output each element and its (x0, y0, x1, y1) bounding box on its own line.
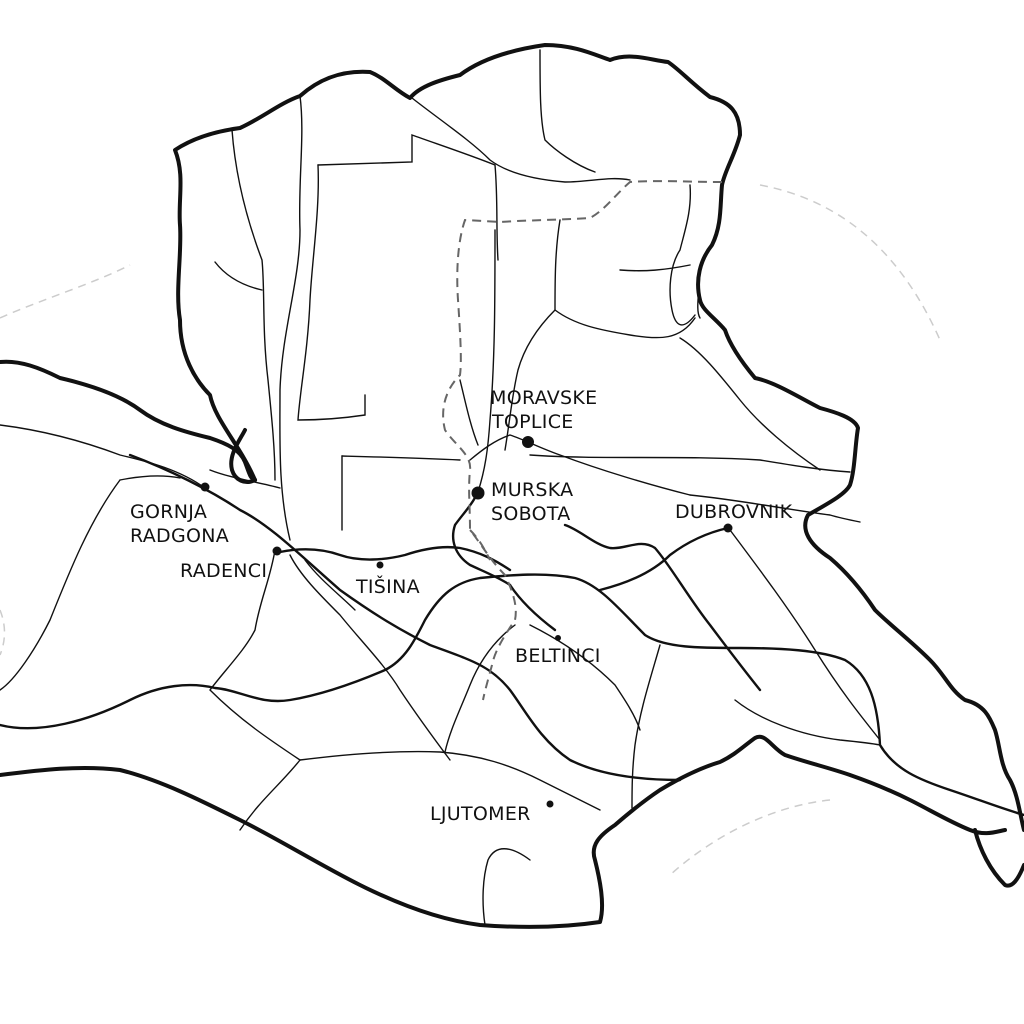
south-boundary (0, 734, 1007, 929)
label-tisina: TIŠINA (355, 574, 420, 598)
town-marker-moravske-toplice (522, 436, 534, 448)
label-murska-sobota: MURSKA SOBOTA (491, 479, 580, 525)
town-labels: MORAVSKE TOPLICE MURSKA SOBOTA GORNJA RA… (130, 387, 793, 825)
town-marker-gornja-radgona (200, 482, 210, 492)
label-beltinci: BELTINCI (515, 645, 601, 667)
boundary-lobe (229, 428, 257, 484)
label-gornja-radgona: GORNJA RADGONA (130, 501, 229, 547)
label-moravske-toplice: MORAVSKE TOPLICE (490, 387, 604, 433)
dashed-boundary-branch (469, 529, 491, 561)
town-marker-tisina (376, 561, 384, 569)
faint-boundaries (0, 184, 941, 876)
town-markers (200, 436, 733, 808)
west-boundary (0, 359, 257, 482)
label-dubrovnik: DUBROVNIK (675, 501, 793, 523)
town-marker-murska-sobota (471, 486, 485, 500)
town-marker-radenci (272, 546, 282, 556)
label-ljutomer: LJUTOMER (430, 803, 531, 825)
minor-roads (0, 49, 881, 926)
town-marker-beltinci (555, 635, 561, 641)
dashed-boundary (442, 180, 723, 701)
town-marker-ljutomer (546, 800, 554, 808)
region-boundary-east (973, 828, 1024, 888)
label-radenci: RADENCI (180, 560, 267, 582)
region-boundary (173, 43, 1024, 832)
major-roads (0, 453, 1024, 817)
town-marker-dubrovnik (723, 523, 733, 533)
